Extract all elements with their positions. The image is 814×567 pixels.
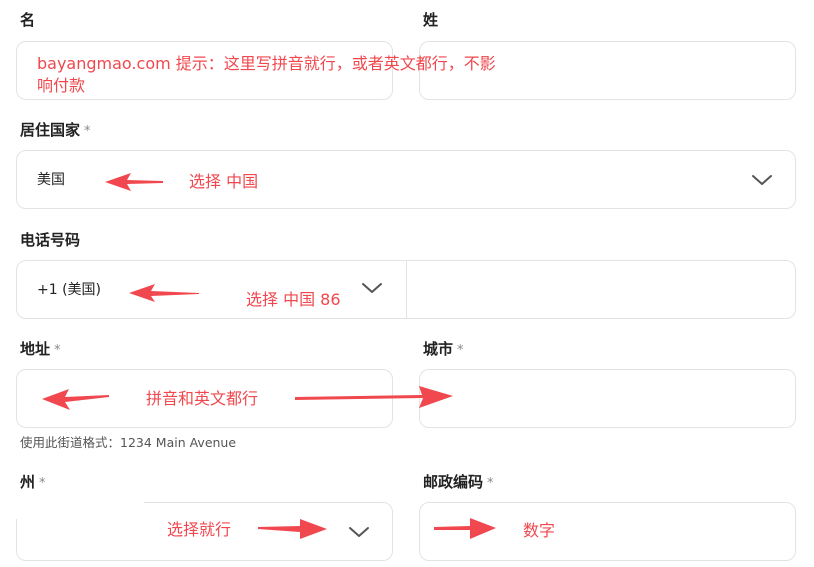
chevron-down-icon[interactable] [360, 280, 384, 296]
arrow-annotation-icon [105, 173, 163, 191]
arrow-annotation-icon [295, 386, 453, 408]
city-label-text: 城市 [423, 340, 454, 358]
first-name-label: 名 [20, 10, 35, 30]
required-mark: * [457, 343, 464, 358]
first-name-input[interactable] [16, 41, 393, 100]
country-selected-value: 美国 [37, 172, 65, 188]
phone-label: 电话号码 [20, 230, 80, 250]
chevron-down-icon[interactable] [750, 172, 774, 188]
address-tip: 拼音和英文都行 [146, 389, 259, 408]
country-label-text: 居住国家 [20, 121, 81, 139]
state-select[interactable] [16, 502, 393, 561]
city-input[interactable] [419, 369, 796, 428]
last-name-label: 姓 [423, 10, 438, 30]
arrow-annotation-icon [129, 284, 199, 302]
phone-tip: 选择 中国 86 [246, 290, 341, 309]
country-label: 居住国家* [20, 120, 91, 142]
arrow-annotation-icon [434, 518, 496, 539]
phone-divider [406, 261, 407, 318]
required-mark: * [54, 343, 61, 358]
address-label-text: 地址 [20, 340, 51, 358]
state-label-text: 州 [20, 473, 36, 491]
last-name-input[interactable] [419, 41, 796, 100]
arrow-annotation-icon [258, 519, 327, 539]
first-name-label-text: 名 [20, 11, 36, 29]
country-select[interactable] [16, 150, 796, 209]
required-mark: * [487, 476, 494, 491]
last-name-label-text: 姓 [423, 11, 439, 29]
name-tip-line2: 响付款 [37, 76, 86, 95]
arrow-annotation-icon [42, 389, 109, 410]
state-tip: 选择就行 [167, 520, 232, 539]
name-tip-line1: bayangmao.com 提示：这里写拼音就行，或者英文都行，不影 [37, 54, 496, 73]
zip-label: 邮政编码* [423, 472, 494, 494]
phone-label-text: 电话号码 [20, 231, 81, 249]
state-label: 州* [20, 472, 46, 494]
chevron-down-icon[interactable] [347, 524, 371, 540]
country-tip: 选择 中国 [189, 172, 259, 191]
required-mark: * [39, 476, 46, 491]
zip-label-text: 邮政编码 [423, 473, 484, 491]
address-label: 地址* [20, 339, 61, 361]
required-mark: * [84, 124, 91, 139]
zip-tip: 数字 [523, 521, 556, 540]
city-label: 城市* [423, 339, 464, 361]
phone-country-code-value: +1 (美国) [37, 282, 102, 298]
phone-number-input[interactable] [407, 260, 796, 319]
address-hint: 使用此街道格式：1234 Main Avenue [20, 435, 237, 450]
redaction-patch [14, 499, 144, 519]
